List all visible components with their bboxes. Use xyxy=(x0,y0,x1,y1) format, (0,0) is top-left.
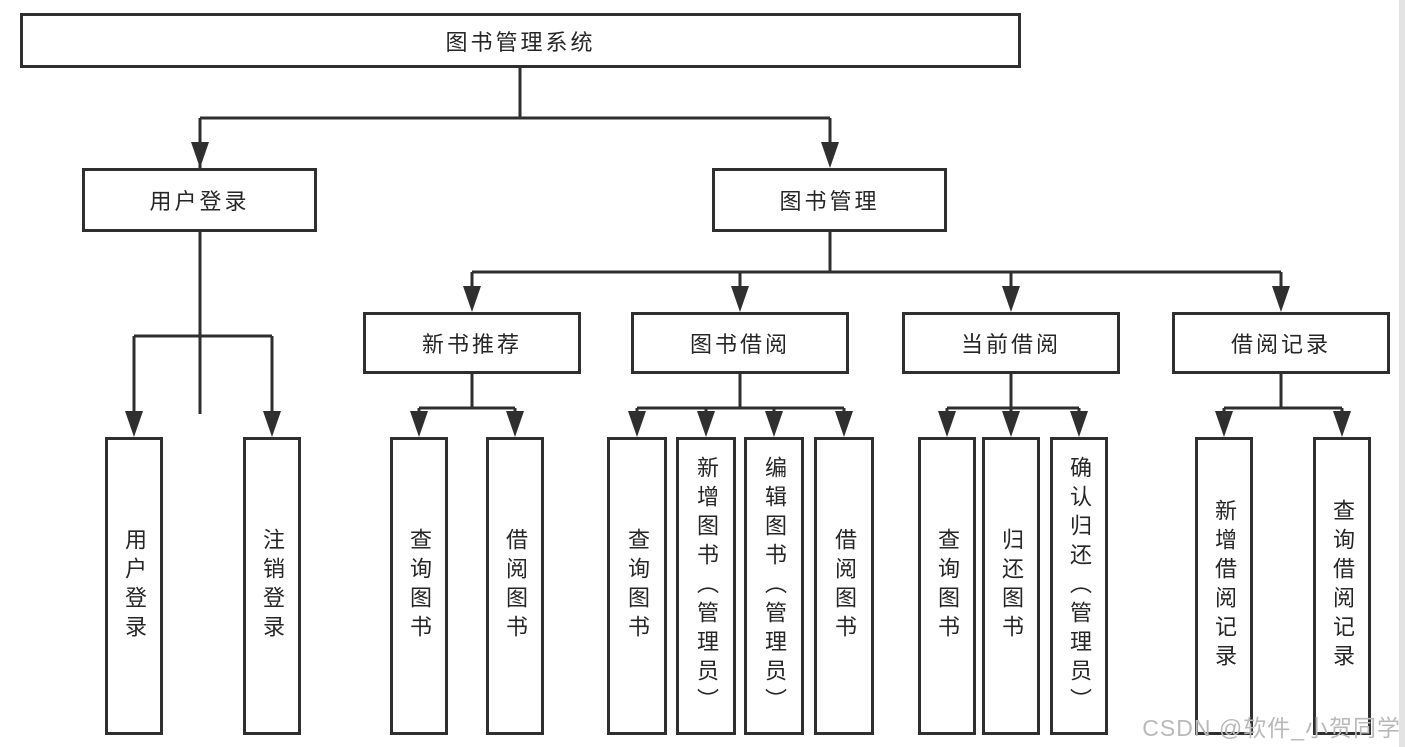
connector-user-login-children xyxy=(125,232,281,437)
leaf-current-query: 查询图书 xyxy=(918,437,976,735)
leaf-records-add: 新增借阅记录 xyxy=(1195,437,1253,735)
csdn-watermark: CSDN @软件_小贺同学 xyxy=(1142,715,1401,741)
connector-root-to-level2 xyxy=(191,68,839,414)
leaf-records-query: 查询借阅记录 xyxy=(1313,437,1371,735)
leaf-borrow-add-admin: 新增图书（管理员） xyxy=(676,437,736,735)
connector-book-mgmt-children xyxy=(463,232,1290,312)
right-edge-strip xyxy=(1399,0,1405,747)
node-book-borrowing: 图书借阅 xyxy=(631,312,849,374)
leaf-current-return: 归还图书 xyxy=(982,437,1040,735)
node-new-book-recommend: 新书推荐 xyxy=(363,312,581,374)
node-user-login: 用户登录 xyxy=(82,168,317,232)
leaf-newbooks-borrow: 借阅图书 xyxy=(486,437,544,735)
node-borrowing-records: 借阅记录 xyxy=(1172,312,1390,374)
node-current-borrowing: 当前借阅 xyxy=(902,312,1120,374)
connector-book-borrow-children xyxy=(628,374,853,437)
leaf-current-confirm-admin: 确认归还（管理员） xyxy=(1050,437,1108,735)
leaf-borrow-borrow: 借阅图书 xyxy=(814,437,874,735)
leaf-borrow-edit-admin: 编辑图书（管理员） xyxy=(744,437,804,735)
node-root-system: 图书管理系统 xyxy=(20,13,1021,68)
connector-new-books-children xyxy=(410,374,524,437)
node-book-management: 图书管理 xyxy=(712,168,947,232)
leaf-logout: 注销登录 xyxy=(243,437,301,735)
leaf-borrow-query: 查询图书 xyxy=(607,437,667,735)
connector-borrow-records-children xyxy=(1215,374,1351,437)
leaf-newbooks-query: 查询图书 xyxy=(390,437,448,735)
leaf-user-login: 用户登录 xyxy=(105,437,163,735)
connector-current-borrow-children xyxy=(938,374,1088,437)
